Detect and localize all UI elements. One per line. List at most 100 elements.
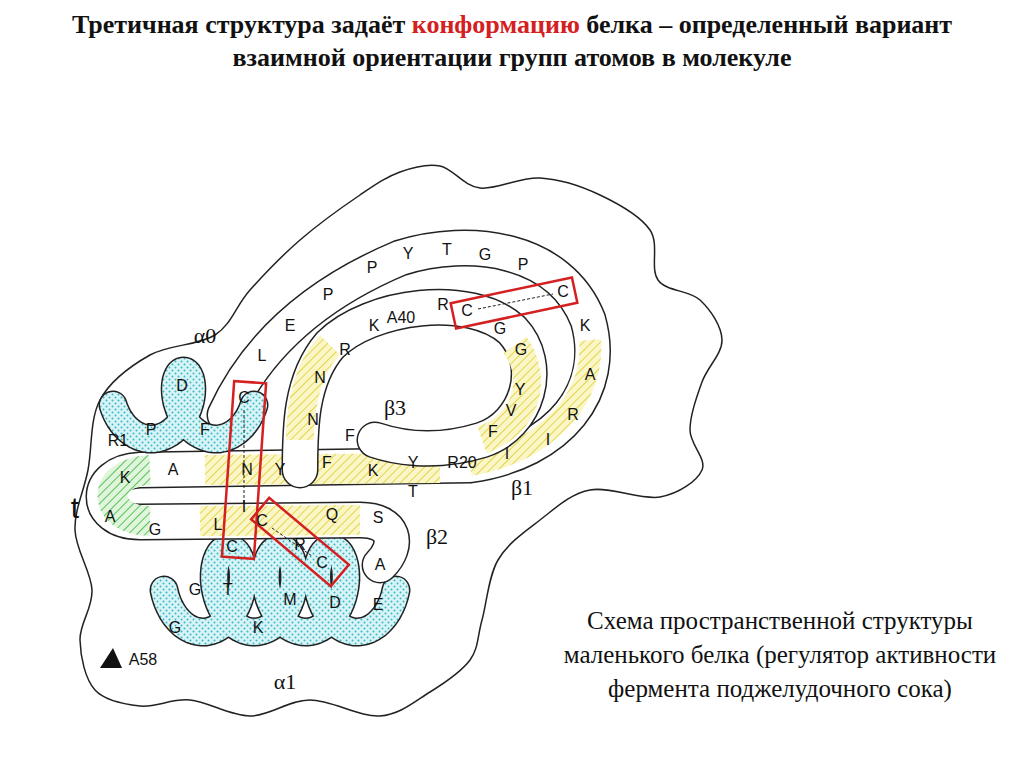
title-word: конформацию	[412, 10, 580, 39]
structure-label: t	[71, 496, 79, 520]
residue-label: L	[214, 516, 223, 534]
residue-label: Y	[515, 381, 526, 399]
residue-label: Y	[408, 454, 419, 472]
residue-label: R20	[447, 454, 476, 472]
title-word: атомов	[574, 43, 655, 72]
residue-label: K	[120, 469, 131, 487]
residue-label: N	[314, 369, 326, 387]
disulfide-boxes	[222, 277, 577, 586]
ribbon-fill	[164, 548, 396, 632]
residue-label: N	[241, 461, 253, 479]
title-word: групп	[499, 43, 568, 72]
ribbon-shade	[482, 345, 527, 440]
residue-label: G	[494, 320, 506, 338]
ribbon-fill	[300, 307, 529, 470]
residue-label: T	[223, 581, 233, 599]
residue-label: G	[149, 521, 161, 539]
residue-label: A	[105, 508, 116, 526]
residue-label: N	[307, 411, 319, 429]
residue-label: C	[461, 302, 473, 320]
residue-label: A58	[129, 651, 157, 669]
residue-label: C	[256, 512, 268, 530]
structure-label: β1	[511, 476, 533, 500]
ribbon-outline	[164, 548, 396, 632]
ribbon-shade	[113, 470, 151, 521]
residue-label: C	[557, 283, 569, 301]
title-word: –	[659, 10, 672, 39]
residue-label: Y	[403, 245, 414, 263]
disulfide-bonds	[244, 294, 553, 556]
residue-label: G	[189, 581, 201, 599]
residue-label: D	[176, 377, 188, 395]
residue-label: F	[345, 427, 355, 445]
figure-caption: Схема пространственной структуры маленьк…	[540, 604, 1020, 706]
residue-label: S	[373, 509, 384, 527]
residue-label: K	[369, 317, 380, 335]
disulfide-box	[222, 381, 266, 559]
residue-label: R	[339, 341, 351, 359]
residue-label: G	[479, 246, 491, 264]
title-word: структура	[205, 10, 325, 39]
residue-label: C	[316, 554, 328, 572]
residue-label: I	[242, 498, 246, 516]
residue-label: I	[505, 445, 509, 463]
title-word: белка	[586, 10, 652, 39]
residue-label: F	[488, 423, 498, 441]
residue-label: M	[283, 591, 296, 609]
title-word: в	[662, 43, 676, 72]
residue-label: Y	[275, 461, 286, 479]
title-word: молекуле	[682, 43, 791, 72]
title-word: взаимной	[233, 43, 346, 72]
title-word: задаёт	[331, 10, 405, 39]
slide-title: Третичная структура задаёт конформацию б…	[50, 8, 974, 74]
residue-label: F	[322, 454, 332, 472]
residue-label: A	[375, 556, 386, 574]
structure-label: β3	[384, 396, 406, 420]
ribbon-fill	[104, 248, 592, 565]
ribbon-shade	[300, 345, 330, 440]
polypeptide-ribbon	[104, 248, 592, 632]
ribbon-outline	[104, 248, 592, 565]
residue-label: E	[285, 317, 296, 335]
residue-label: L	[258, 347, 267, 365]
residue-label: R	[294, 536, 306, 554]
residue-label: P	[323, 286, 334, 304]
residue-label: K	[580, 317, 591, 335]
residue-label: F	[200, 421, 210, 439]
residue-label: T	[408, 483, 418, 501]
residue-label: V	[506, 402, 517, 420]
structure-label: β2	[426, 525, 448, 549]
title-word: ориентации	[352, 43, 492, 72]
terminus-marker	[100, 648, 122, 668]
residue-label: A	[168, 461, 179, 479]
residue-label: G	[169, 619, 181, 637]
residue-label: C	[226, 538, 238, 556]
residue-label: K	[253, 619, 264, 637]
residue-label: P	[518, 256, 529, 274]
title-word: Третичная	[72, 10, 199, 39]
ribbon-outline	[300, 307, 529, 470]
residue-label: A	[585, 366, 596, 384]
disulfide-box	[251, 498, 349, 586]
residue-label: G	[515, 341, 527, 359]
residue-label: P	[367, 259, 378, 277]
residue-label: R1	[108, 432, 128, 450]
ribbon-shade	[470, 340, 590, 465]
residue-label: K	[368, 462, 379, 480]
residue-label: Q	[326, 506, 338, 524]
disulfide-box	[451, 277, 578, 328]
residue-label: P	[146, 421, 157, 439]
residue-label: R	[567, 406, 579, 424]
residue-label: T	[442, 241, 452, 259]
title-word: вариант	[855, 10, 952, 39]
structure-label: α0	[194, 324, 217, 348]
residue-label: C	[238, 389, 250, 407]
title-word: определенный	[679, 10, 849, 39]
residue-label: A40	[387, 309, 415, 327]
residue-label: R	[437, 296, 449, 314]
residue-label: E	[373, 596, 384, 614]
residue-label: I	[546, 431, 550, 449]
residue-label: D	[329, 594, 341, 612]
structure-label: α1	[274, 670, 297, 694]
